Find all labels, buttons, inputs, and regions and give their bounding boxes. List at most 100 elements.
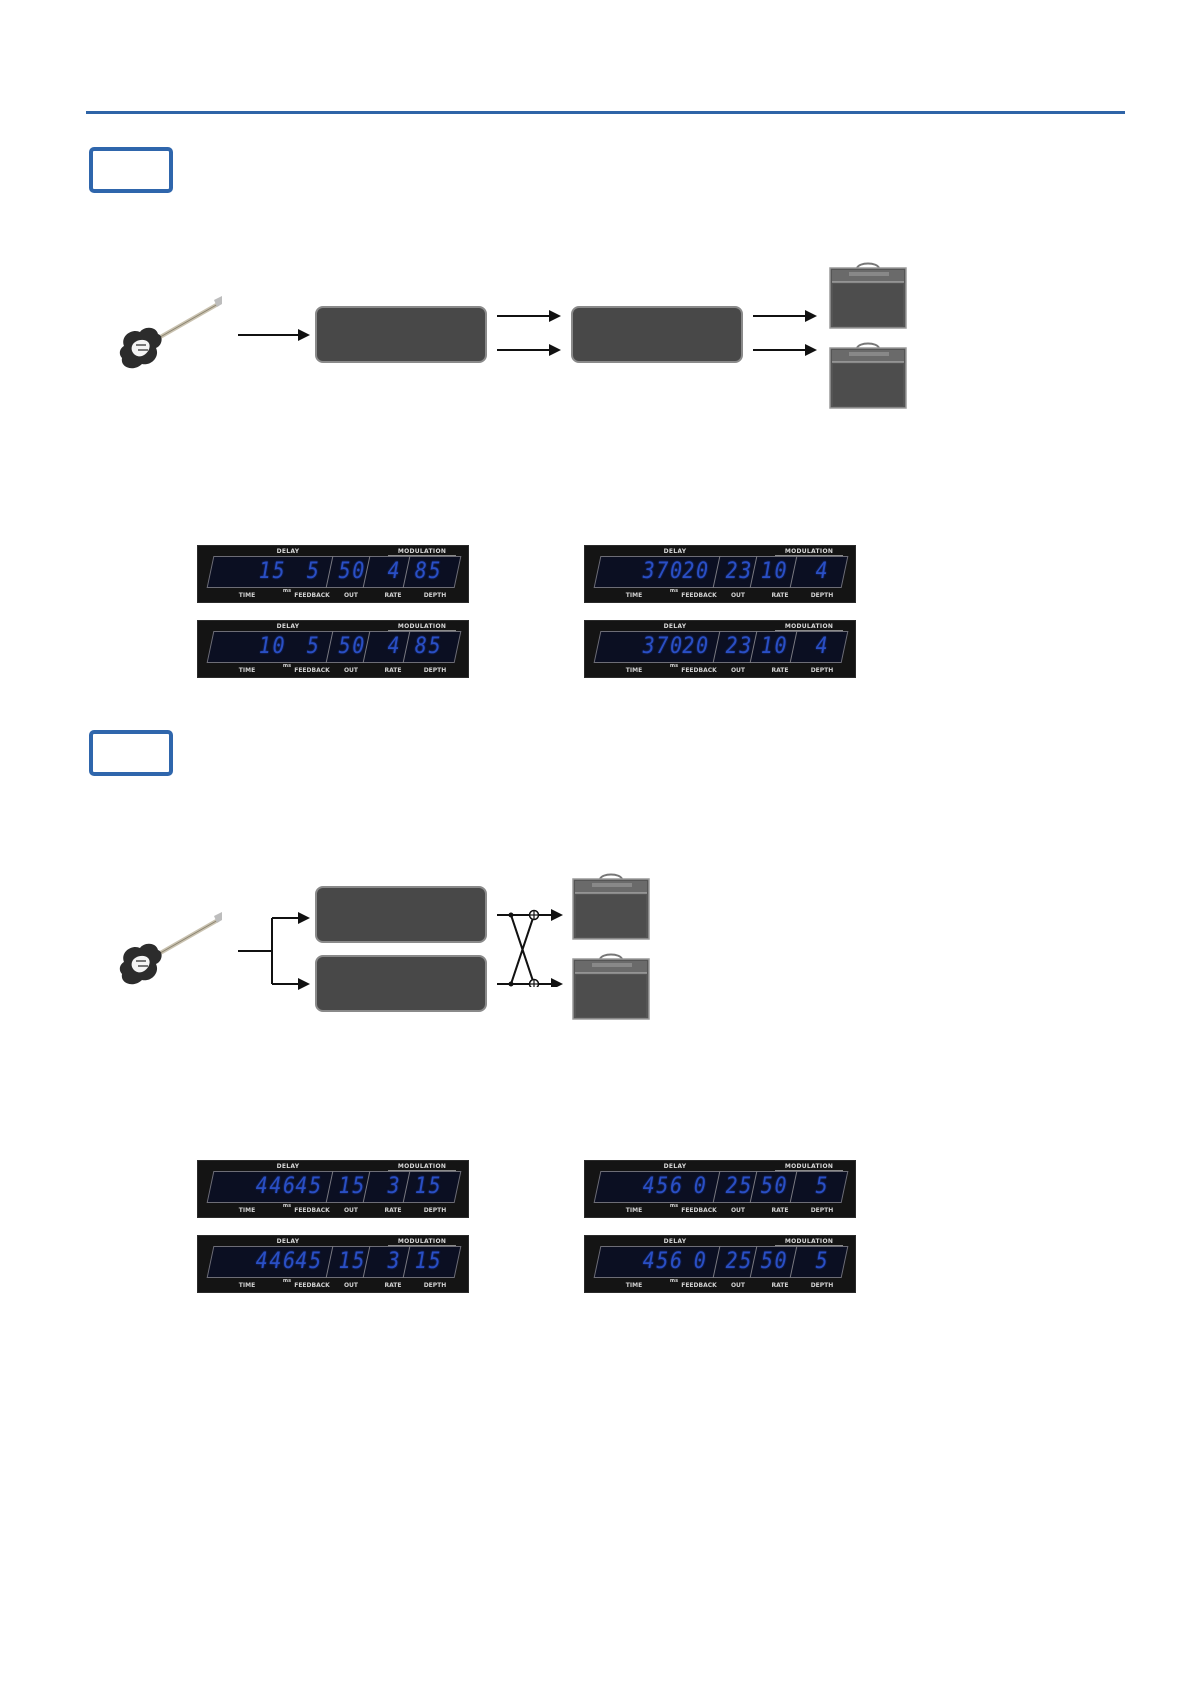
display-rate-value: 50 <box>760 1249 789 1274</box>
display-label-ms: ms <box>282 663 292 669</box>
display-label-feedback: FEEDBACK <box>294 667 330 674</box>
display-rate-value: 4 <box>387 634 402 659</box>
display-label-ms: ms <box>282 588 292 594</box>
display-feedback-value: 20 <box>682 559 710 584</box>
display-label-rate: RATE <box>384 667 402 674</box>
display-label-modulation: MODULATION <box>784 1163 834 1170</box>
display-label-modulation: MODULATION <box>397 1238 447 1245</box>
display-feedback-value: 5 <box>306 634 321 659</box>
display-out-value: 50 <box>338 634 367 659</box>
display-label-ms: ms <box>669 663 679 669</box>
display-label-feedback: FEEDBACK <box>681 667 717 674</box>
electric-guitar-icon <box>118 296 222 374</box>
display-label-time: TIME <box>625 667 643 674</box>
display-label-ms: ms <box>282 1278 292 1284</box>
display-feedback-value: 0 <box>693 1249 708 1274</box>
signal-arrow <box>238 329 310 341</box>
header-rule <box>86 111 1125 114</box>
display-depth-value: 85 <box>414 559 443 584</box>
display-label-modulation: MODULATION <box>784 548 834 555</box>
section-tag-2 <box>89 730 173 776</box>
display-feedback-value: 45 <box>295 1174 323 1199</box>
display-label-feedback: FEEDBACK <box>294 592 330 599</box>
display-label-feedback: FEEDBACK <box>294 1282 330 1289</box>
display-label-modulation: MODULATION <box>397 623 447 630</box>
display-label-modulation: MODULATION <box>784 1238 834 1245</box>
display-label-depth: DEPTH <box>423 592 447 599</box>
guitar-amp-icon <box>572 953 650 1021</box>
effect-box-1 <box>315 306 487 363</box>
display-rate-value: 4 <box>387 559 402 584</box>
display-label-delay: DELAY <box>663 1163 687 1170</box>
display-label-ms: ms <box>669 1203 679 1209</box>
display-feedback-value: 5 <box>306 559 321 584</box>
display-feedback-value: 0 <box>693 1174 708 1199</box>
display-label-depth: DEPTH <box>423 1207 447 1214</box>
display-feedback-value: 45 <box>295 1249 323 1274</box>
display-label-time: TIME <box>238 592 256 599</box>
display-label-delay: DELAY <box>663 548 687 555</box>
display-out-value: 23 <box>725 559 754 584</box>
display-out-value: 15 <box>338 1174 367 1199</box>
led-display: DELAY MODULATION 370 20 23 10 4 TIME ms … <box>584 545 856 603</box>
display-rate-value: 3 <box>387 1249 402 1274</box>
signal-arrow <box>497 344 561 356</box>
led-display: DELAY MODULATION 15 5 50 4 85 TIME ms FE… <box>197 545 469 603</box>
led-display: DELAY MODULATION 446 45 15 3 15 TIME ms … <box>197 1160 469 1218</box>
display-label-modulation: MODULATION <box>784 623 834 630</box>
display-out-value: 50 <box>338 559 367 584</box>
display-label-out: OUT <box>343 667 359 674</box>
display-depth-value: 85 <box>414 634 443 659</box>
guitar-amp-icon <box>572 873 650 941</box>
display-time-value: 446 <box>255 1249 297 1274</box>
display-label-delay: DELAY <box>276 623 300 630</box>
display-label-depth: DEPTH <box>810 1207 834 1214</box>
display-label-modulation: MODULATION <box>397 1163 447 1170</box>
display-out-value: 15 <box>338 1249 367 1274</box>
display-label-feedback: FEEDBACK <box>294 1207 330 1214</box>
display-feedback-value: 20 <box>682 634 710 659</box>
display-label-depth: DEPTH <box>423 667 447 674</box>
display-depth-value: 5 <box>815 1174 830 1199</box>
electric-guitar-icon <box>118 912 222 990</box>
display-rate-value: 10 <box>760 559 789 584</box>
display-label-out: OUT <box>730 667 746 674</box>
display-label-out: OUT <box>343 592 359 599</box>
display-label-delay: DELAY <box>276 1238 300 1245</box>
display-label-ms: ms <box>282 1203 292 1209</box>
led-display: DELAY MODULATION 370 20 23 10 4 TIME ms … <box>584 620 856 678</box>
display-label-rate: RATE <box>771 667 789 674</box>
effect-box-2 <box>571 306 743 363</box>
display-label-out: OUT <box>730 1207 746 1214</box>
signal-arrow <box>753 310 817 322</box>
display-label-ms: ms <box>669 1278 679 1284</box>
display-depth-value: 15 <box>414 1249 443 1274</box>
guitar-amp-icon <box>829 342 907 410</box>
display-label-rate: RATE <box>771 1282 789 1289</box>
display-label-time: TIME <box>625 1207 643 1214</box>
display-depth-value: 4 <box>815 559 830 584</box>
cross-mix-arrows <box>497 907 563 987</box>
display-time-value: 370 <box>642 634 684 659</box>
display-time-value: 370 <box>642 559 684 584</box>
display-label-out: OUT <box>730 592 746 599</box>
display-time-value: 15 <box>258 559 287 584</box>
display-out-value: 23 <box>725 634 754 659</box>
display-label-rate: RATE <box>384 1282 402 1289</box>
display-label-feedback: FEEDBACK <box>681 592 717 599</box>
led-display: DELAY MODULATION 456 0 25 50 5 TIME ms F… <box>584 1160 856 1218</box>
display-out-value: 25 <box>725 1249 754 1274</box>
display-label-time: TIME <box>238 667 256 674</box>
display-label-ms: ms <box>669 588 679 594</box>
display-label-delay: DELAY <box>276 1163 300 1170</box>
display-label-time: TIME <box>625 1282 643 1289</box>
display-label-feedback: FEEDBACK <box>681 1282 717 1289</box>
display-label-rate: RATE <box>771 1207 789 1214</box>
led-display: DELAY MODULATION 456 0 25 50 5 TIME ms F… <box>584 1235 856 1293</box>
effect-box-4 <box>315 955 487 1012</box>
led-display: DELAY MODULATION 446 45 15 3 15 TIME ms … <box>197 1235 469 1293</box>
display-label-depth: DEPTH <box>810 592 834 599</box>
display-label-depth: DEPTH <box>423 1282 447 1289</box>
display-label-delay: DELAY <box>663 1238 687 1245</box>
display-label-rate: RATE <box>384 1207 402 1214</box>
